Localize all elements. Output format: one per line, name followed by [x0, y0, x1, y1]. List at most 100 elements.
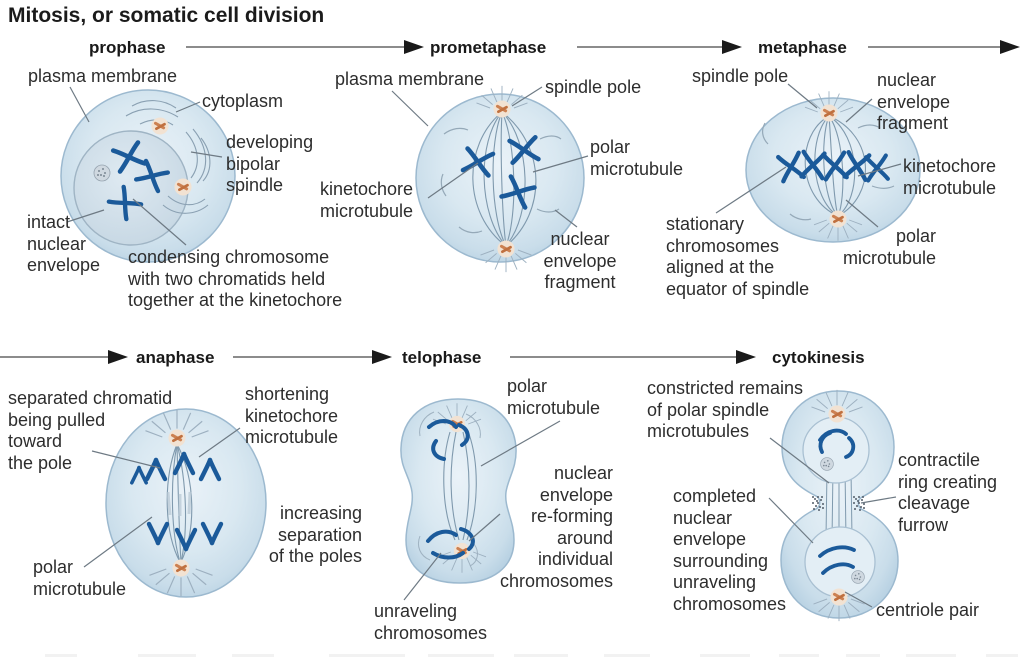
nucleolus-icon [820, 457, 834, 471]
prometaphase-label-polar-microtubule: polar microtubule [590, 137, 684, 179]
anaphase-label-polar-microtubule: polar microtubule [33, 557, 127, 599]
prophase-label-developing-bipolar-spindle: developing bipolar spindle [226, 132, 314, 195]
prophase-cell-illustration [60, 89, 236, 263]
flow-arrow [233, 350, 392, 364]
centrosome-icon [491, 98, 513, 120]
centriole-pair-icon [828, 586, 850, 608]
flow-arrow [186, 40, 424, 54]
leader-line [769, 437, 830, 484]
unraveling-chromosomes [818, 428, 856, 575]
nucleolus-icon [93, 164, 111, 182]
cytokinesis-cell-illustration [780, 389, 899, 622]
prophase-label-intact-nuclear-envelope: intact nuclear envelope [27, 212, 101, 275]
cytokinesis-label-constricted-remains: constricted remains of polar spindle mic… [647, 378, 804, 441]
developing-spindle-fibers [125, 100, 211, 214]
arrowhead-icon [108, 350, 128, 364]
flow-arrow [510, 350, 756, 364]
flow-arrow [0, 350, 128, 364]
telophase-cell-illustration [400, 398, 517, 584]
daughter-nucleus [804, 526, 876, 598]
metaphase-label-stationary-chromosomes: stationary chromosomes aligned at the eq… [666, 214, 810, 299]
leader-line [175, 101, 201, 113]
metaphase-cell-illustration [745, 90, 921, 243]
arrowhead-icon [372, 350, 392, 364]
leader-line [857, 163, 902, 177]
leader-line [480, 420, 561, 467]
arrowhead-icon [722, 40, 742, 54]
stage-header-prophase: prophase [89, 38, 166, 57]
leader-line [511, 86, 543, 107]
prophase-label-plasma-membrane: plasma membrane [28, 66, 178, 86]
leader-line [132, 198, 187, 246]
stage-header-cytokinesis: cytokinesis [772, 348, 865, 367]
telophase-label-polar-microtubule: polar microtubule [507, 376, 601, 418]
leader-line [787, 83, 818, 109]
prophase-label-condensing-chromosome: condensing chromosome with two chromatid… [128, 247, 343, 310]
anaphase-label-separated-chromatid: separated chromatid being pulled toward … [8, 388, 173, 473]
cytokinesis-label-centriole-pair: centriole pair [876, 600, 980, 620]
telophase-label-nuclear-envelope-reforming: nuclear envelope re-forming around indiv… [499, 463, 613, 591]
arrowhead-icon [404, 40, 424, 54]
anaphase-label-increasing-separation: increasing separation of the poles [268, 503, 362, 566]
arrowhead-icon [1000, 40, 1020, 54]
anaphase-label-shortening-kinetochore-microtubule: shortening kinetochore microtubule [245, 384, 339, 447]
centrosome-icon [149, 115, 171, 137]
metaphase-label-kinetochore-microtubule: kinetochore microtubule [903, 156, 997, 198]
prometaphase-label-plasma-membrane: plasma membrane [335, 69, 485, 89]
leader-line [844, 591, 873, 608]
centrosome-icon [170, 557, 192, 579]
leader-line [190, 151, 223, 158]
prometaphase-label-nuclear-envelope-fragment: nuclear envelope fragment [543, 229, 617, 292]
leader-line [845, 199, 879, 228]
nucleolus-icon [851, 570, 865, 584]
arrowhead-icon [736, 350, 756, 364]
stage-header-telophase: telophase [402, 348, 482, 367]
leader-line [69, 86, 90, 123]
centrosome-icon [826, 403, 848, 425]
leader-line [198, 427, 241, 458]
leader-line [468, 513, 501, 542]
stage-header-prometaphase: prometaphase [430, 38, 547, 57]
centrosome-icon [827, 208, 849, 230]
leader-line [532, 155, 589, 173]
microtubule-overlap [166, 491, 192, 516]
page-title: Mitosis, or somatic cell division [8, 4, 325, 27]
prometaphase-label-kinetochore-microtubule: kinetochore microtubule [320, 179, 414, 221]
stage-header-anaphase: anaphase [136, 348, 215, 367]
centrosome-icon [495, 238, 517, 260]
leader-line [860, 496, 897, 504]
nuclear-envelope-fragments [440, 127, 562, 234]
leader-line [554, 209, 578, 228]
nuclear-envelope-fragments [762, 122, 895, 221]
centrosome-icon [818, 102, 840, 124]
anaphase-cell-illustration [105, 408, 267, 598]
flow-arrow [577, 40, 742, 54]
leader-line [768, 497, 814, 544]
stage-header-metaphase: metaphase [758, 38, 847, 57]
cytokinesis-label-completed-nuclear-envelope: completed nuclear envelope surrounding u… [673, 486, 787, 614]
leader-lines [66, 83, 902, 608]
metaphase-label-nuclear-envelope-fragment: nuclear envelope fragment [877, 70, 951, 133]
prometaphase-cell-illustration [415, 85, 585, 273]
leader-line [83, 516, 153, 568]
prometaphase-label-spindle-pole: spindle pole [545, 77, 642, 97]
leader-line [845, 98, 873, 123]
prophase-label-cytoplasm: cytoplasm [202, 91, 284, 111]
leader-line [66, 209, 105, 223]
metaphase-label-spindle-pole: spindle pole [692, 66, 789, 86]
flow-arrow [868, 40, 1020, 54]
page-bottom-artifacts [45, 654, 1018, 657]
flow-arrows [0, 40, 1020, 364]
leader-line [427, 162, 479, 199]
leader-line [91, 450, 161, 469]
leader-line [391, 90, 429, 127]
telophase-label-unraveling-chromosomes: unraveling chromosomes [374, 601, 488, 643]
metaphase-label-polar-microtubule: polar microtubule [842, 226, 936, 268]
daughter-nucleus [802, 416, 870, 484]
leader-line [403, 552, 442, 601]
leader-line [715, 166, 787, 214]
cytokinesis-label-contractile-ring: contractile ring creating cleavage furro… [898, 450, 998, 535]
centrosome-icon [172, 176, 194, 198]
